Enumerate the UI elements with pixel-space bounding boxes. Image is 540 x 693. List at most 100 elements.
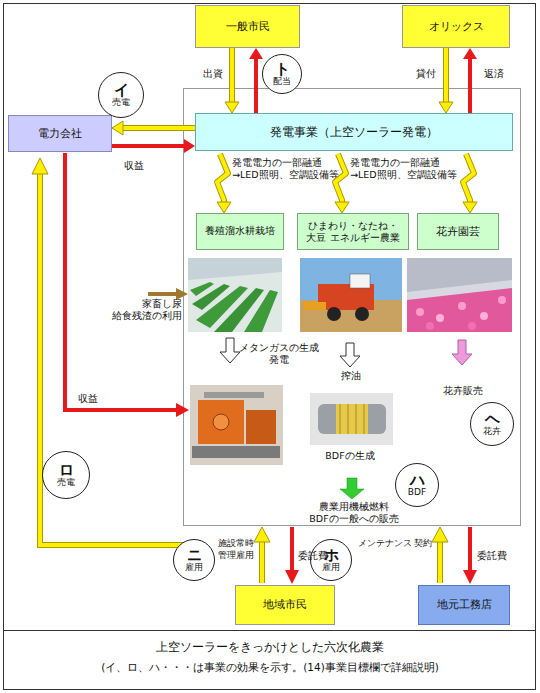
flow-arrow (452, 340, 472, 365)
flower (498, 296, 506, 304)
effect-circle: ハBDF (395, 463, 439, 507)
farming-box: ひまわり・なたね・大豆 エネルギー農業 (297, 213, 409, 250)
connector-line (463, 154, 474, 203)
callout-word: 配当 (273, 77, 291, 87)
arrow-head (249, 48, 263, 59)
flow-connector (217, 154, 231, 213)
screw-thread (356, 404, 357, 434)
contractor-box: 地元工務店 (418, 585, 510, 625)
flower (426, 322, 434, 330)
arrow-head (32, 158, 48, 174)
box-text: 一般市民 (226, 20, 270, 34)
fee-arrow (290, 527, 294, 572)
connector-line (254, 58, 258, 113)
arrow-head (254, 527, 270, 542)
harvester-cab (350, 274, 370, 288)
flower (416, 308, 424, 316)
flower-bed (407, 288, 512, 332)
effect-circle: ニ雇用 (173, 539, 215, 581)
input-note: 家畜し尿 給食残渣の利用 (104, 298, 182, 323)
oil-press-photo (310, 393, 393, 445)
edge-label: 発電電力の一部融通 →LED照明、空調設備等 (350, 157, 462, 182)
connector-outline (335, 154, 346, 203)
power-sale-wire (40, 172, 184, 545)
process-note: 搾油 (334, 369, 368, 382)
solar-business-box: 発電事業（上空ソーラー発電） (195, 113, 513, 151)
revenue-wire (65, 153, 177, 410)
effect-circle: ト配当 (262, 54, 302, 94)
callout-letter: イ (114, 83, 129, 98)
callout-word: 売電 (112, 98, 130, 108)
press-screw (336, 404, 368, 434)
process-note: BDFの生成 (312, 450, 388, 462)
flow-label: 収益 (78, 392, 118, 405)
flow-connector (335, 154, 349, 213)
arrow-head (112, 121, 123, 135)
connector-line (444, 48, 448, 103)
box-text: 電力会社 (38, 127, 82, 141)
effect-circle: イ売電 (98, 72, 144, 118)
arrow-head (439, 102, 453, 113)
connector-line (230, 48, 234, 103)
flow-connector (225, 48, 239, 113)
citizen-box: 一般市民 (195, 5, 300, 48)
connector-line (217, 154, 228, 203)
box-text: オリックス (429, 20, 484, 34)
connector-line (122, 126, 195, 130)
edge-label: 返済 (478, 68, 510, 80)
callout-word: 売電 (57, 478, 75, 488)
flower (458, 302, 466, 310)
wheel (327, 307, 341, 321)
citizen-box: 地域市民 (235, 585, 335, 625)
arrow-head (335, 202, 349, 213)
flow-connector (249, 48, 263, 113)
flow-label: 施設常時 管理雇用 (212, 538, 260, 561)
process-note: 花卉販売 (436, 384, 490, 397)
arrow-head (432, 527, 448, 542)
edge-label: 発電電力の一部融通 →LED照明、空調設備等 (232, 157, 340, 182)
callout-word: 花卉 (483, 427, 501, 437)
generator-photo (190, 385, 283, 465)
flower (480, 312, 488, 320)
press-cylinder (318, 404, 386, 434)
connector-line (468, 58, 472, 113)
flow-arrow (340, 343, 360, 367)
flow-connector (463, 48, 477, 113)
callout-letter: ト (275, 62, 290, 77)
arrow-head (463, 48, 477, 59)
harvester-header (304, 302, 326, 310)
connector-outline (463, 154, 474, 203)
outer-frame (4, 4, 536, 690)
flow-connector (439, 48, 453, 113)
connector-line (112, 144, 185, 148)
flower-photo (407, 258, 512, 332)
flow-arrow (220, 338, 240, 363)
callout-letter: ヘ (485, 412, 500, 427)
callout-word: 雇用 (185, 563, 203, 573)
callout-letter: ロ (59, 463, 74, 478)
flow-label: 委託費 (298, 550, 338, 562)
box-text: 発電事業（上空ソーラー発電） (270, 125, 438, 140)
connector-line (335, 154, 346, 203)
arrow-head (217, 202, 231, 213)
caption-divider (4, 630, 536, 631)
arrow-head (225, 102, 239, 113)
flow-label: メンテナンス 契約 (352, 538, 438, 550)
pipe (204, 392, 264, 398)
callout-word: BDF (408, 488, 426, 498)
screw-thread (364, 404, 365, 434)
engine-base (192, 446, 280, 458)
flywheel (213, 414, 229, 430)
flow-arrow (340, 478, 364, 499)
flow-connector (463, 154, 477, 213)
callout-letter: ハ (410, 473, 425, 488)
box-text: 養殖溜水耕栽培 (205, 225, 275, 238)
arrow-head (184, 139, 195, 153)
lender-box: オリックス (402, 5, 510, 48)
input-arrow (148, 292, 178, 296)
flower (468, 322, 476, 330)
flower (436, 314, 444, 322)
flow-connector (112, 139, 195, 153)
utility-box: 電力会社 (8, 115, 112, 152)
